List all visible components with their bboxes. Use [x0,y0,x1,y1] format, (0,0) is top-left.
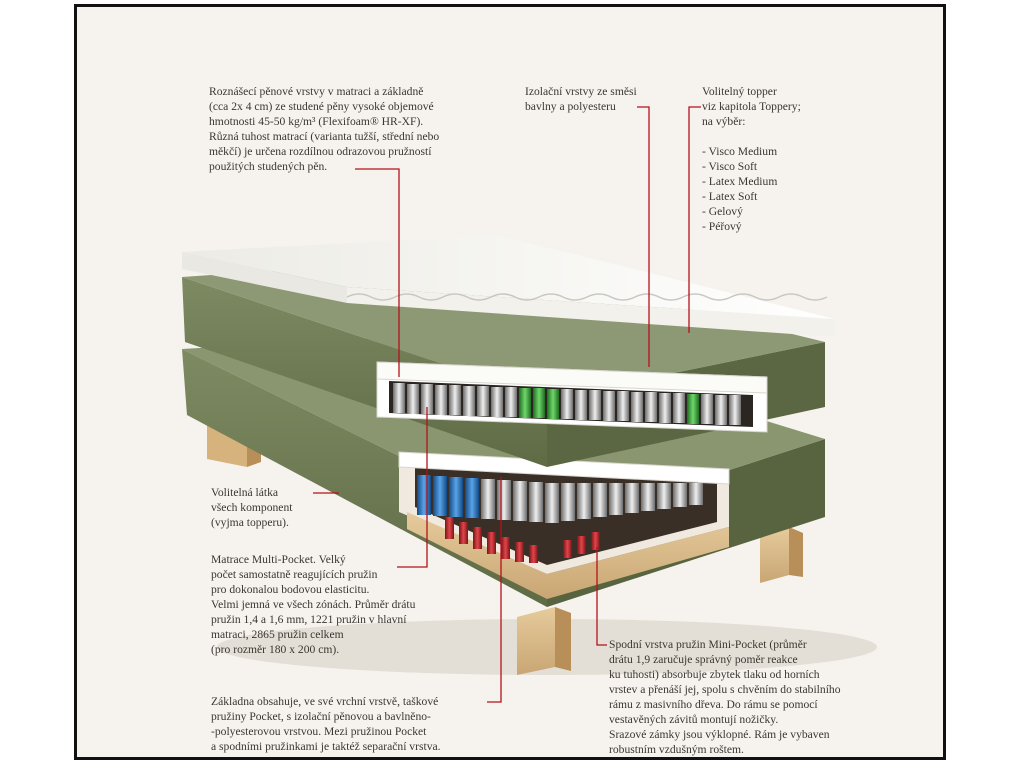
annotation-line: Spodní vrstva pružin Mini-Pocket (průměr [609,638,807,651]
annotation-line: Roznášecí pěnové vrstvy v matraci a zákl… [209,85,424,98]
leader-foam [355,168,400,377]
annotation-line: na výběr: [702,115,746,128]
annotation-base: Základna obsahuje, ve své vrchní vrstvě,… [211,694,441,754]
topper-option: - Visco Medium [702,145,778,158]
topper-option: - Latex Soft [702,190,758,203]
topper [182,235,835,337]
leader-lines [313,106,701,703]
diagram-frame: Roznášecí pěnové vrstvy v matraci a zákl… [74,4,946,760]
annotation-line: Velmi jemná ve všech zónách. Průměr drát… [211,598,416,611]
annotation-line: Různá tuhost matrací (varianta tužší, st… [209,130,440,143]
topper-option: - Péřový [702,220,742,233]
leader-mini-pocket [596,547,607,646]
annotation-topper: Volitelný topper viz kapitola Toppery; n… [702,84,801,234]
annotation-line: Základna obsahuje, ve své vrchní vrstvě,… [211,695,439,708]
annotation-multi-pocket: Matrace Multi-Pocket. Velký počet samost… [211,552,415,657]
annotation-line: a spodními pružinkami je taktéž separačn… [211,740,441,753]
annotation-line: Matrace Multi-Pocket. Velký [211,553,346,566]
annotation-line: drátu 1,9 zaručuje správný poměr reakce [609,653,798,666]
annotation-line: pružiny Pocket, s izolační pěnovou a bav… [211,710,431,723]
leader-base [487,477,502,703]
leader-insulation [637,106,650,367]
annotation-line: bavlny a polyesteru [525,100,616,113]
annotation-line: -polyesterovou vrstvou. Mezi pružinou Po… [211,725,427,738]
annotation-line: vestavěných závitů montují nožičky. [609,713,779,726]
annotation-line: Izolační vrstvy ze směsi [525,85,637,98]
annotation-line: vrstev a přenáší jej, spolu s chvěním do… [609,683,841,696]
annotation-line: pro dokonalou bodovou elasticitu. [211,583,370,596]
annotation-line: ku tuhosti) absorbuje zbytek tlaku od ho… [609,668,820,681]
boxspring-bed-illustration [182,106,877,703]
topper-option: - Gelový [702,205,743,218]
annotation-line: hmotnosti 45-50 kg/m³ (Flexifoam® HR-XF)… [209,115,424,128]
base-pocket-springs [417,475,703,523]
topper-wave [346,293,828,301]
annotation-line: matraci, 2865 pružin celkem [211,628,344,641]
annotation-line: měkčí) je určena rozdílnou odrazovou pru… [209,145,432,158]
annotation-line: použitých studených pěn. [209,160,328,173]
annotation-line: robustním vzdušným roštem. [609,743,744,756]
annotation-foam-layers: Roznášecí pěnové vrstvy v matraci a zákl… [209,84,439,174]
annotation-line: rámu z masivního dřeva. Do rámu se pomoc… [609,698,818,711]
annotation-line: (vyjma topperu). [211,516,289,529]
wooden-legs [207,425,803,675]
annotation-mini-pocket: Spodní vrstva pružin Mini-Pocket (průměr… [609,637,841,757]
leader-multi-pocket [397,407,428,568]
annotation-line: počet samostatně reagujících pružin [211,568,378,581]
leader-topper [688,106,701,333]
annotation-line: (cca 2x 4 cm) ze studené pěny vysoké obj… [209,100,434,113]
annotation-line: všech komponent [211,501,293,514]
annotation-insulation-layers: Izolační vrstvy ze směsi bavlny a polyes… [525,84,637,114]
multi-pocket-springs [393,383,741,425]
annotation-gap [702,129,801,144]
topper-option: - Visco Soft [702,160,758,173]
annotation-line: Volitelná látka [211,486,279,499]
annotation-line: viz kapitola Toppery; [702,100,801,113]
annotation-line: pružin 1,4 a 1,6 mm, 1221 pružin v hlavn… [211,613,407,626]
annotation-line: Srazové zámky jsou výklopné. Rám je vyba… [609,728,830,741]
topper-option: - Latex Medium [702,175,778,188]
annotation-line: (pro rozměr 180 x 200 cm). [211,643,340,656]
annotation-line: Volitelný topper [702,85,777,98]
annotation-fabric: Volitelná látka všech komponent (vyjma t… [211,485,292,530]
mini-pocket-springs [445,517,600,563]
